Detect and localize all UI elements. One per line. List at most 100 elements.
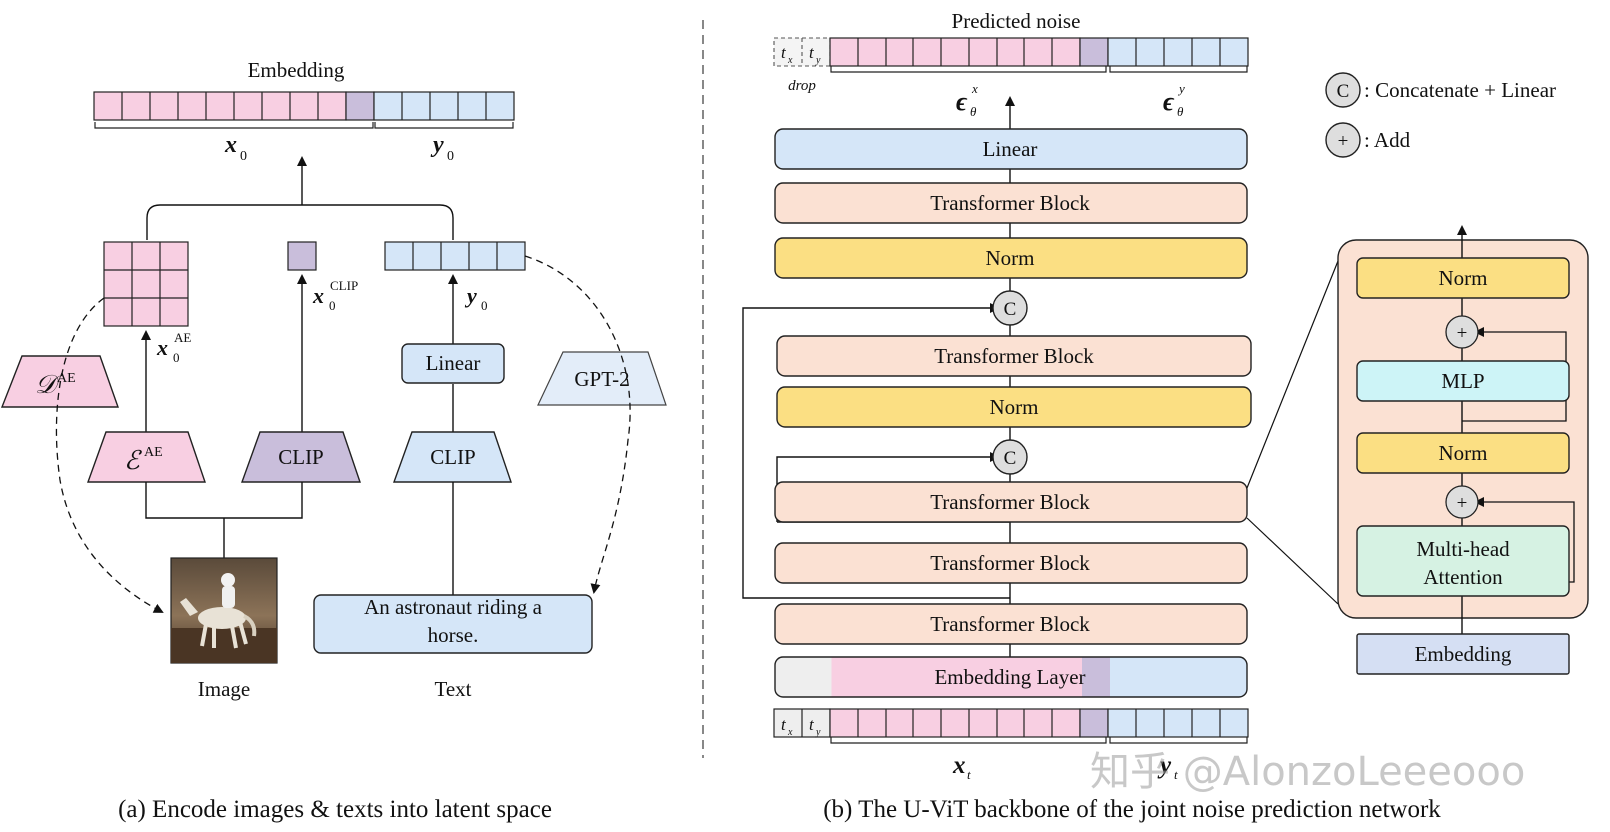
legend-add-label: : Add [1364,128,1411,152]
eps-x: ϵ [956,87,968,116]
predicted-noise-title: Predicted noise [952,9,1081,33]
detail-norm-bottom [1356,432,1570,474]
x0-clip-sub: 0 [329,298,336,313]
input-tx-sub: x [787,727,793,738]
caption-a: (a) Encode images & texts into latent sp… [118,796,552,823]
detail-mlp-label: MLP [1441,369,1484,393]
norm-block-1 [774,237,1248,279]
y0-label: y [430,132,444,158]
zoom-line-top [1246,260,1339,489]
detail-norm-top-label: Norm [1439,266,1488,290]
eps-y: ϵ [1163,87,1175,116]
drop-ty: t [809,43,815,62]
transformer-block-4-label: Transformer Block [930,551,1090,575]
text-embedding-strip [384,241,526,271]
y0-text-label: y [464,283,477,308]
x0-ae-sub: 0 [173,350,180,365]
transformer-block-1-label: Transformer Block [930,191,1090,215]
transformer-block-3-label: Transformer Block [930,490,1090,514]
concat-node-2 [992,439,1028,475]
transformer-block-5-label: Transformer Block [930,612,1090,636]
gpt2-box [537,351,667,406]
detail-embedding-label: Embedding [1415,642,1512,666]
embedding-title: Embedding [248,58,345,82]
clip-image-encoder [241,431,361,483]
legend-add-symbol: + [1338,131,1349,152]
legend: C : Concatenate + Linear + : Add [1325,72,1556,158]
yt-sub: t [1174,767,1178,782]
detail-mha [1356,525,1570,597]
x0-label: x [224,132,237,158]
legend-add-icon [1325,122,1361,158]
detail-add-top-label: + [1457,323,1468,344]
detail-add-bottom-label: + [1457,493,1468,514]
image-label: Image [198,677,250,701]
text-label: Text [434,677,471,701]
text-input-box [313,594,593,654]
text-input-line2: horse. [428,623,479,647]
legend-concat-symbol: C [1337,81,1350,102]
linear-block [774,128,1248,170]
linear-box [401,343,505,384]
embedding-layer [774,656,1248,698]
y0-text-sub: 0 [481,298,488,313]
norm-block-1-label: Norm [986,246,1035,270]
merge-bracket [146,204,454,240]
image-to-encoders [145,482,303,519]
skip-outer [742,303,1010,599]
input-strip [773,708,1249,744]
drop-ty-sub: y [815,55,821,66]
eps-y-sub: θ [1177,104,1184,119]
y0-sub: 0 [447,149,454,164]
eps-x-sub: θ [970,104,977,119]
transformer-block-3 [774,481,1248,523]
x0-ae-sup: AE [174,330,191,345]
linear-block-label: Linear [983,137,1038,161]
gpt2-arc [524,255,631,594]
encoder-ae-box [87,431,206,483]
linear-label: Linear [426,351,481,375]
x0-clip-label: x [312,283,324,308]
detail-norm-bottom-label: Norm [1439,441,1488,465]
text-input-line1: An astronaut riding a [364,595,543,619]
x0-sub: 0 [240,149,247,164]
x0-clip-sup: CLIP [330,278,358,293]
eps-x-sup: x [971,81,978,96]
legend-concat-label: : Concatenate + Linear [1364,78,1556,102]
detail-add-bottom [1445,485,1479,519]
drop-tx: t [781,43,787,62]
transformer-block-5 [774,603,1248,645]
transformer-block-2 [776,335,1252,377]
output-strip [773,37,1249,73]
drop-label: drop [788,78,816,94]
detail-mha-line2: Attention [1423,565,1503,589]
detail-mha-line1: Multi-head [1416,537,1510,561]
eps-y-sup: y [1177,81,1185,96]
encoder-symbol: ℰ [124,446,142,475]
clip-text-encoder [393,431,512,483]
clip-text-label: CLIP [430,445,476,469]
input-ty: t [809,715,815,734]
panel-a: Embedding x 0 y 0 [0,58,667,823]
concat-node-1 [992,290,1028,326]
transformer-detail: Norm + MLP Norm + Multi-head Attention E… [1246,225,1589,675]
latent-grid [103,241,189,327]
gpt2-label: GPT-2 [574,367,629,391]
transformer-block-2-label: Transformer Block [934,344,1094,368]
embedding-strip [93,91,515,129]
clip-image-embedding [287,241,317,271]
transformer-block-1 [774,182,1248,224]
zoom-line-bottom [1246,517,1339,605]
drop-tx-sub: x [787,55,793,66]
yt-label: y [1157,752,1172,779]
watermark: 知乎 @AlonzoLeeeooo [1090,749,1525,795]
clip-image-label: CLIP [278,445,324,469]
legend-concat-icon [1325,72,1361,108]
norm-block-2-label: Norm [990,395,1039,419]
decode-arc [55,297,164,613]
detail-panel [1337,239,1589,619]
encoder-sup: AE [144,445,163,460]
input-ty-sub: y [815,727,821,738]
xt-sub: t [967,767,971,782]
